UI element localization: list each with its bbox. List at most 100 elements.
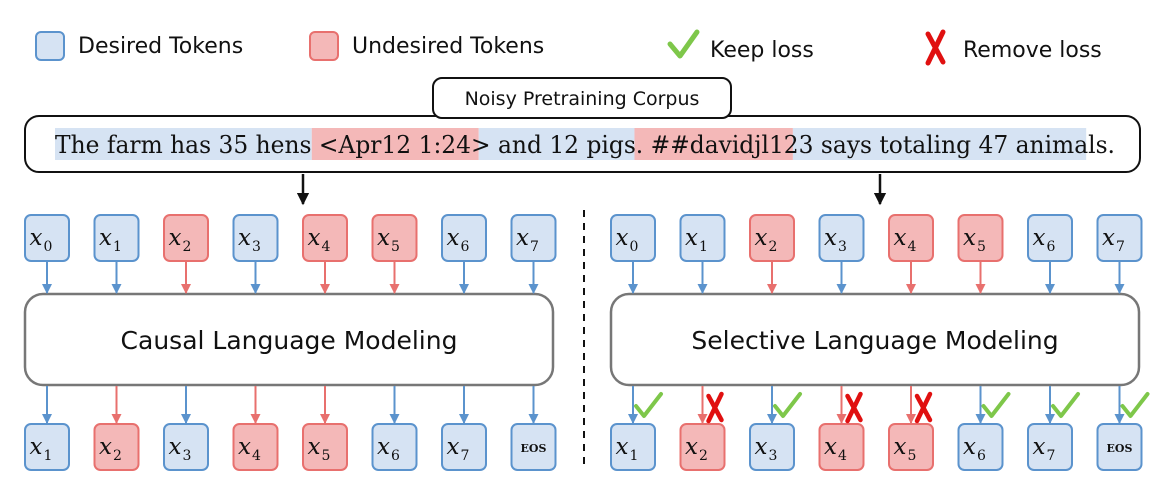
corpus-segment-desired: and 12 pigs. (491, 131, 651, 159)
corpus-segment-undesired: ##davidjl123 (651, 131, 814, 159)
token-label: x6 (377, 434, 400, 464)
causal-model-label: Causal Language Modeling (121, 326, 458, 355)
selective-input-token: x5 (957, 214, 1004, 262)
selective-input-token: x1 (679, 214, 726, 262)
causal-output-token: x5 (302, 423, 348, 471)
token-box (302, 423, 348, 471)
highlight-desired (55, 128, 312, 160)
legend-keep-label: Keep loss (710, 38, 814, 63)
corpus-title-box (432, 77, 732, 119)
token-label: x0 (616, 225, 639, 255)
check-icon (773, 392, 802, 418)
token-label: x0 (30, 225, 53, 255)
selective-input-token: x4 (888, 214, 934, 262)
token-label: x1 (616, 434, 639, 464)
corpus: Noisy Pretraining Corpus The farm has 35… (24, 77, 1141, 206)
token-box (610, 423, 656, 471)
token-box (1027, 423, 1073, 471)
causal-output-token: x4 (232, 423, 279, 471)
selective-output-token: x5 (888, 423, 934, 471)
corpus-segment-undesired: <Apr12 1:24> (319, 131, 491, 159)
causal-input-token: x6 (441, 214, 487, 262)
check-icon (981, 392, 1011, 418)
token-label: x4 (238, 434, 261, 464)
selective-input-token: x2 (749, 214, 795, 262)
token-box (232, 423, 279, 471)
token-box (441, 423, 487, 471)
causal-output-token: x1 (24, 423, 70, 471)
token-label: x7 (516, 225, 539, 255)
cross-icon (925, 29, 946, 66)
token-box (93, 423, 140, 471)
token-label: x5 (894, 434, 917, 464)
selective-model-box (609, 292, 1141, 387)
highlight-undesired (311, 128, 479, 160)
cross-icon (845, 391, 863, 424)
token-label: x7 (1033, 434, 1056, 464)
selective-input-token: x3 (818, 214, 865, 262)
token-box (510, 423, 557, 471)
corpus-segment-desired: The farm has 35 hens (55, 131, 319, 159)
token-label: x6 (1033, 225, 1056, 255)
token-label: x4 (308, 225, 331, 255)
token-box (749, 423, 795, 471)
cross-icon (914, 391, 933, 424)
token-label: x4 (894, 225, 917, 255)
selective-input-token: x7 (1096, 214, 1143, 262)
causal-output-token: x2 (93, 423, 140, 471)
legend-undesired-label: Undesired Tokens (352, 34, 544, 59)
token-label: x5 (377, 225, 400, 255)
corpus-segment-desired: says totaling 47 animals. (814, 131, 1115, 159)
causal-output-token: x3 (163, 423, 209, 471)
causal-output-token: x7 (441, 423, 487, 471)
token-label: x3 (755, 434, 778, 464)
token-label: x7 (447, 434, 470, 464)
token-box (371, 423, 418, 471)
cross-icon (706, 391, 724, 424)
causal-panel: Causal Language Modeling x0 x1 x2 x3 x4 x5 x6 x… (23, 214, 557, 471)
token-label: x6 (447, 225, 470, 255)
causal-input-token: x0 (24, 214, 70, 262)
token-label: x2 (755, 225, 778, 255)
token-label: x3 (824, 225, 847, 255)
selective-input-token: x0 (610, 214, 656, 262)
token-label: x2 (685, 434, 708, 464)
token-label: x1 (30, 434, 53, 464)
corpus-sentence: The farm has 35 hens <Apr12 1:24> and 12… (55, 131, 1115, 159)
corpus-title: Noisy Pretraining Corpus (465, 88, 700, 110)
token-eos-label: EOS (521, 442, 547, 455)
token-box (1096, 423, 1143, 471)
causal-input-token: x1 (93, 214, 140, 262)
causal-input-token: x7 (510, 214, 557, 262)
token-box (679, 423, 726, 471)
causal-input-token: x4 (302, 214, 348, 262)
selective-input-token: x6 (1027, 214, 1073, 262)
selective-output-token: x7 (1027, 423, 1073, 471)
token-label: x1 (685, 225, 708, 255)
legend-desired-swatch (35, 31, 65, 61)
causal-input-token: x2 (163, 214, 209, 262)
causal-input-token: x3 (232, 214, 279, 262)
legend-remove-label: Remove loss (963, 38, 1102, 63)
token-box (163, 423, 209, 471)
token-label: x6 (963, 434, 986, 464)
legend: Desired Tokens Undesired Tokens Keep los… (35, 29, 1102, 66)
causal-output-token: EOS (510, 423, 557, 471)
selective-output-token: EOS (1096, 423, 1143, 471)
highlight-desired (792, 128, 1087, 160)
selective-output-token: x4 (818, 423, 865, 471)
check-icon (667, 29, 700, 59)
selective-output-token: x6 (957, 423, 1004, 471)
token-label: x5 (963, 225, 986, 255)
token-label: x3 (169, 434, 192, 464)
token-label: x4 (824, 434, 847, 464)
highlight-undesired (634, 128, 793, 160)
token-label: x3 (238, 225, 261, 255)
token-box (888, 423, 934, 471)
selective-output-token: x1 (610, 423, 656, 471)
token-label: x5 (308, 434, 331, 464)
highlight-desired (478, 128, 635, 160)
token-label: x7 (1102, 225, 1125, 255)
